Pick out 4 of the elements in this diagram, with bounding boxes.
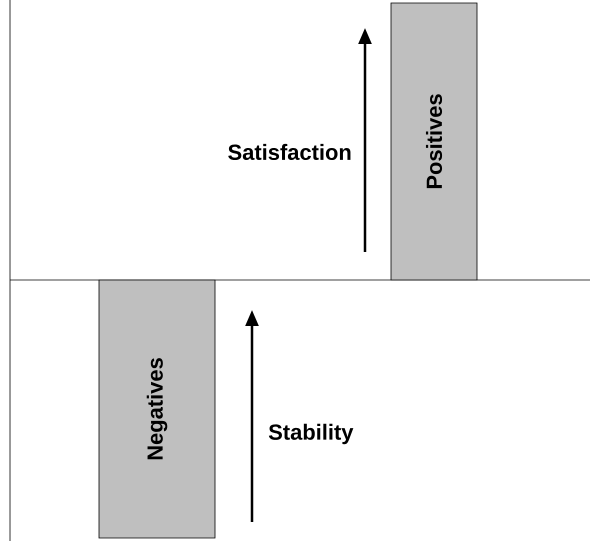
- axis-label: Stability: [268, 424, 354, 444]
- bar-box: Positives: [390, 2, 478, 280]
- bar-box: Negatives: [98, 280, 216, 538]
- axis-label: Satisfaction: [228, 144, 350, 160]
